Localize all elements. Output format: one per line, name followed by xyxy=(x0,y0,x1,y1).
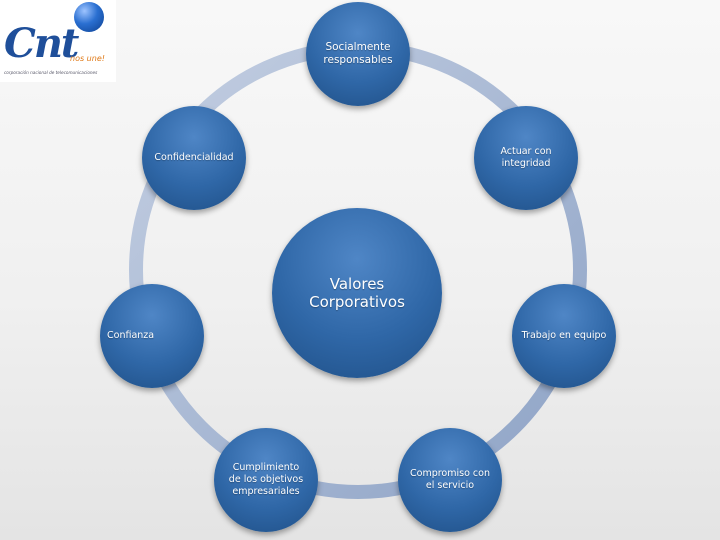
value-node-confidencialidad: Confidencialidad xyxy=(142,106,246,210)
value-node-socialmente-responsables: Socialmente responsables xyxy=(306,2,410,106)
node-label: Actuar con integridad xyxy=(500,146,552,169)
node-label: Compromiso con el servicio xyxy=(410,468,490,491)
node-label: Confidencialidad xyxy=(154,152,234,164)
logo-subtitle: corporación nacional de telecomunicacion… xyxy=(4,70,98,75)
center-node-valores-corporativos: Valores Corporativos xyxy=(272,208,442,378)
value-node-cumplimiento-objetivos: Cumplimiento de los objetivos empresaria… xyxy=(214,428,318,532)
node-label: Cumplimiento de los objetivos empresaria… xyxy=(228,462,304,497)
value-node-actuar-con-integridad: Actuar con integridad xyxy=(474,106,578,210)
globe-orb-icon xyxy=(74,2,104,32)
node-label: Confianza xyxy=(107,330,155,342)
logo-wordmark: Cnt xyxy=(4,20,79,67)
node-label: Trabajo en equipo xyxy=(521,330,607,342)
value-node-compromiso-con-el-servicio: Compromiso con el servicio xyxy=(398,428,502,532)
logo-slogan: nos une! xyxy=(70,54,105,63)
value-node-confianza: Confianza xyxy=(100,284,204,388)
node-label: Socialmente responsables xyxy=(323,40,393,66)
cnt-logo: Cnt nos une! corporación nacional de tel… xyxy=(0,0,116,82)
value-node-trabajo-en-equipo: Trabajo en equipo xyxy=(512,284,616,388)
center-node-label: Valores Corporativos xyxy=(309,275,405,311)
